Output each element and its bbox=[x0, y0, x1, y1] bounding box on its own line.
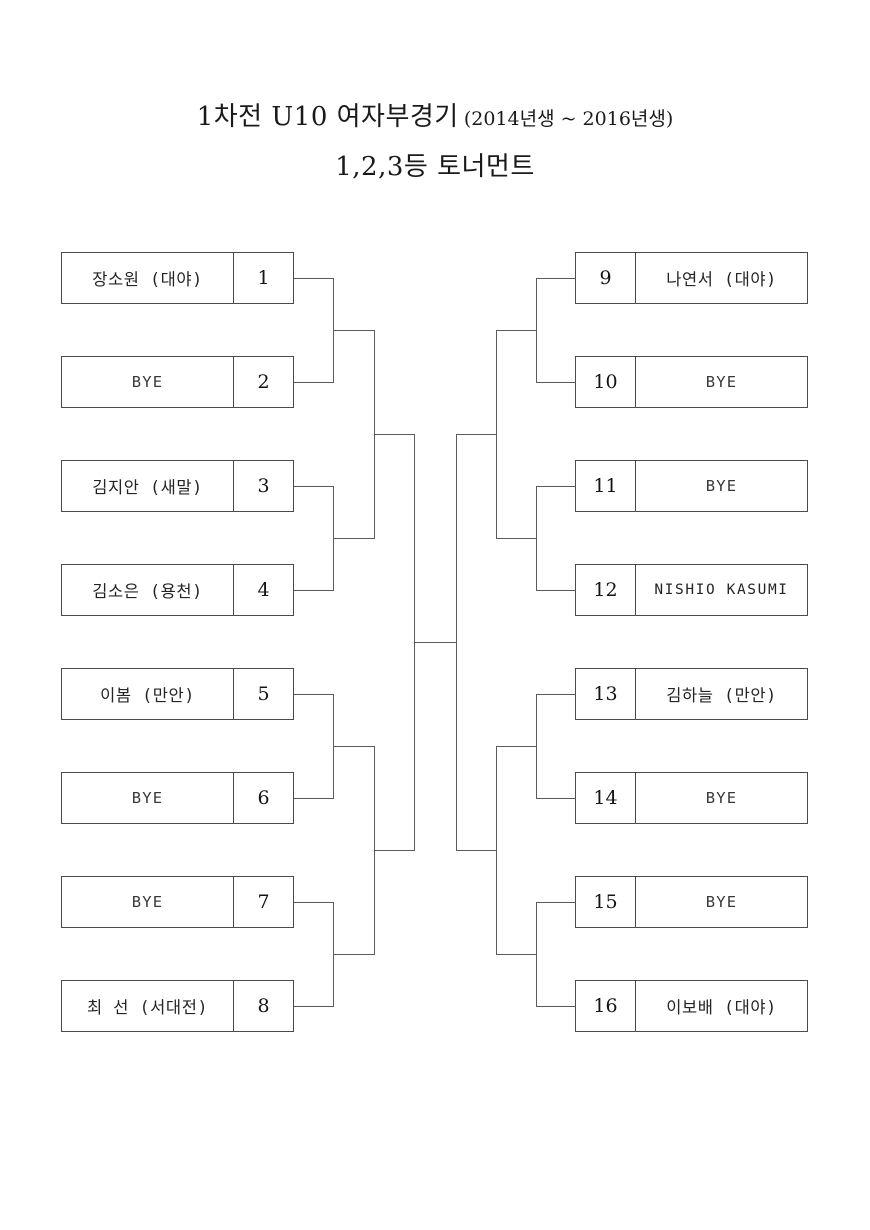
bracket-slot-6[interactable]: BYE 6 bbox=[61, 772, 294, 824]
slot-name-10: BYE bbox=[705, 373, 738, 391]
slot-number-9: 9 bbox=[576, 253, 636, 303]
slot-name-1: 장소원 (대야) bbox=[92, 270, 203, 289]
connector-right-r2-2-stub-top bbox=[496, 746, 537, 748]
bracket-slot-16[interactable]: 16 이보배 (대야) bbox=[575, 980, 808, 1032]
slot-name-15: BYE bbox=[705, 893, 738, 911]
slot-name-9: 나연서 (대야) bbox=[666, 270, 777, 289]
slot-number-10: 10 bbox=[576, 357, 636, 407]
bracket-slot-13[interactable]: 13 김하늘 (만안) bbox=[575, 668, 808, 720]
connector-left-r2-2-stub-top bbox=[333, 746, 375, 748]
connector-left-r1-2-stub-bottom bbox=[294, 590, 334, 592]
slot-number-11: 11 bbox=[576, 461, 636, 511]
connector-right-r1-3-stub-bottom bbox=[536, 798, 576, 800]
slot-number-13: 13 bbox=[576, 669, 636, 719]
connector-left-r1-4-stub-top bbox=[294, 902, 334, 904]
title-birthyear-range: (2014년생 ~ 2016년생) bbox=[463, 108, 674, 130]
slot-name-7: BYE bbox=[131, 893, 164, 911]
bracket-slot-11[interactable]: 11 BYE bbox=[575, 460, 808, 512]
connector-right-r3-stub-bottom bbox=[456, 850, 497, 852]
slot-number-3: 3 bbox=[233, 461, 293, 511]
slot-name-3: 김지안 (새말) bbox=[92, 478, 203, 497]
bracket-slot-14[interactable]: 14 BYE bbox=[575, 772, 808, 824]
connector-right-r1-4-stub-top bbox=[536, 902, 576, 904]
slot-name-16: 이보배 (대야) bbox=[666, 998, 777, 1017]
connector-left-r1-3-stub-bottom bbox=[294, 798, 334, 800]
slot-name-5: 이봄 (만안) bbox=[100, 686, 195, 705]
connector-right-r3-stub-top bbox=[456, 434, 497, 436]
connector-right-r1-2-stub-top bbox=[536, 486, 576, 488]
slot-number-12: 12 bbox=[576, 565, 636, 615]
bracket-slot-1[interactable]: 장소원 (대야) 1 bbox=[61, 252, 294, 304]
bracket-slot-10[interactable]: 10 BYE bbox=[575, 356, 808, 408]
slot-number-1: 1 bbox=[233, 253, 293, 303]
bracket-slot-4[interactable]: 김소은 (용천) 4 bbox=[61, 564, 294, 616]
bracket-slot-3[interactable]: 김지안 (새말) 3 bbox=[61, 460, 294, 512]
connector-left-r1-2-stub-top bbox=[294, 486, 334, 488]
connector-left-r2-1-stub-top bbox=[333, 330, 375, 332]
connector-left-r3-stub-top bbox=[374, 434, 415, 436]
connector-right-r3-vertical bbox=[456, 434, 458, 851]
connector-right-r1-4-stub-bottom bbox=[536, 1006, 576, 1008]
connector-left-r1-1-stub-top bbox=[294, 278, 334, 280]
title-line-2: 1,2,3등 토너먼트 bbox=[335, 152, 535, 182]
connector-left-r1-4-stub-bottom bbox=[294, 1006, 334, 1008]
connector-final-bridge bbox=[414, 642, 457, 644]
connector-right-r2-2-stub-bottom bbox=[496, 954, 537, 956]
bracket-slot-9[interactable]: 9 나연서 (대야) bbox=[575, 252, 808, 304]
title-main-text: 1차전 U10 여자부경기 bbox=[196, 102, 459, 132]
slot-number-7: 7 bbox=[233, 877, 293, 927]
slot-number-8: 8 bbox=[233, 981, 293, 1031]
bracket-slot-7[interactable]: BYE 7 bbox=[61, 876, 294, 928]
slot-number-5: 5 bbox=[233, 669, 293, 719]
bracket-slot-15[interactable]: 15 BYE bbox=[575, 876, 808, 928]
connector-right-r1-1-stub-top bbox=[536, 278, 576, 280]
slot-number-14: 14 bbox=[576, 773, 636, 823]
slot-name-13: 김하늘 (만안) bbox=[666, 686, 777, 705]
connector-left-r2-2-stub-bottom bbox=[333, 954, 375, 956]
connector-left-r1-1-stub-bottom bbox=[294, 382, 334, 384]
slot-number-2: 2 bbox=[233, 357, 293, 407]
connector-right-r1-1-stub-bottom bbox=[536, 382, 576, 384]
slot-name-6: BYE bbox=[131, 789, 164, 807]
connector-right-r2-1-stub-bottom bbox=[496, 538, 537, 540]
bracket-slot-8[interactable]: 최 선 (서대전) 8 bbox=[61, 980, 294, 1032]
slot-name-4: 김소은 (용천) bbox=[92, 582, 203, 601]
connector-left-r2-1-stub-bottom bbox=[333, 538, 375, 540]
connector-right-r1-3-stub-top bbox=[536, 694, 576, 696]
connector-left-r3-stub-bottom bbox=[374, 850, 415, 852]
slot-number-15: 15 bbox=[576, 877, 636, 927]
page-title: 1차전 U10 여자부경기 (2014년생 ~ 2016년생) 1,2,3등 토… bbox=[0, 104, 870, 183]
slot-name-14: BYE bbox=[705, 789, 738, 807]
slot-name-12: NISHIO KASUMI bbox=[654, 582, 789, 598]
bracket-slot-2[interactable]: BYE 2 bbox=[61, 356, 294, 408]
slot-name-2: BYE bbox=[131, 373, 164, 391]
bracket-slot-12[interactable]: 12 NISHIO KASUMI bbox=[575, 564, 808, 616]
slot-number-6: 6 bbox=[233, 773, 293, 823]
slot-number-4: 4 bbox=[233, 565, 293, 615]
connector-left-r1-3-stub-top bbox=[294, 694, 334, 696]
slot-name-11: BYE bbox=[705, 477, 738, 495]
connector-right-r1-2-stub-bottom bbox=[536, 590, 576, 592]
bracket-slot-5[interactable]: 이봄 (만안) 5 bbox=[61, 668, 294, 720]
title-line-1: 1차전 U10 여자부경기 (2014년생 ~ 2016년생) bbox=[0, 104, 870, 130]
slot-number-16: 16 bbox=[576, 981, 636, 1031]
slot-name-8: 최 선 (서대전) bbox=[86, 998, 209, 1017]
connector-right-r2-1-stub-top bbox=[496, 330, 537, 332]
